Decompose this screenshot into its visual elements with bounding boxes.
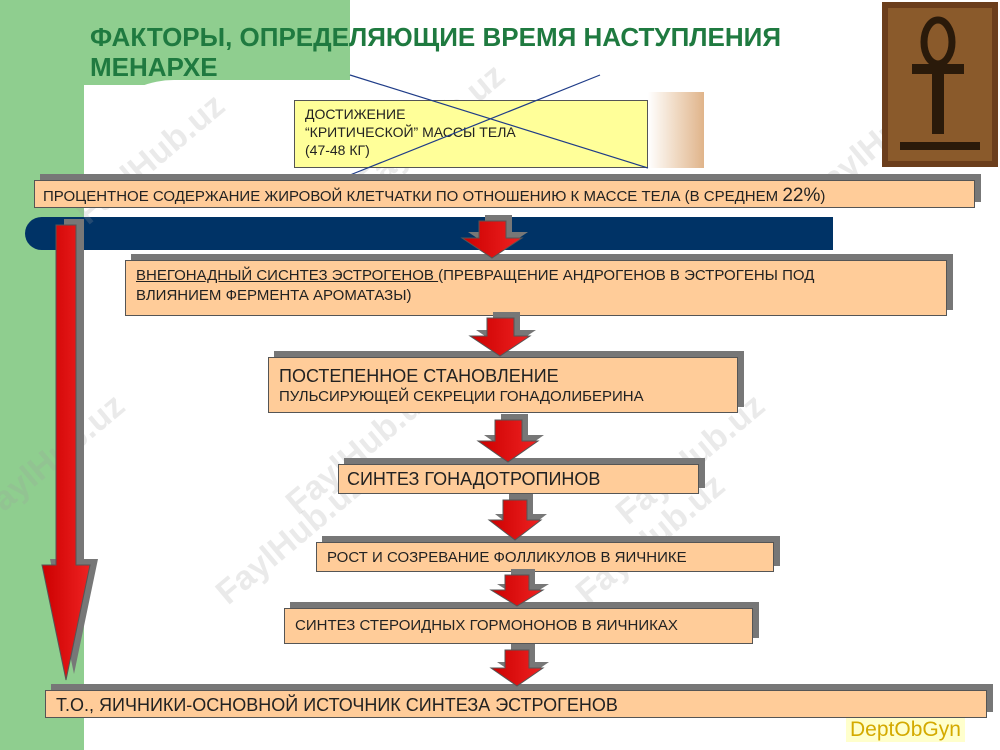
slide-title: ФАКТОРЫ, ОПРЕДЕЛЯЮЩИЕ ВРЕМЯ НАСТУПЛЕНИЯ … bbox=[90, 22, 850, 82]
ankh-icon bbox=[882, 2, 998, 167]
pulsatile-line-1: ПОСТЕПЕННОЕ СТАНОВЛЕНИЕ bbox=[279, 366, 559, 386]
box-extragonadal-synthesis: ВНЕГОНАДНЫЙ СИСНТЕЗ ЭСТРОГЕНОВ (ПРЕВРАЩЕ… bbox=[125, 260, 947, 316]
egyptian-relief-image bbox=[882, 2, 998, 167]
follicles-text: РОСТ И СОЗРЕВАНИЕ ФОЛЛИКУЛОВ В ЯИЧНИКЕ bbox=[327, 549, 687, 566]
body-figure-image bbox=[648, 92, 704, 168]
extragonadal-rest: (ПРЕВРАЩЕНИЕ АНДРОГЕНОВ В ЭСТРОГЕНЫ ПОД bbox=[438, 267, 815, 284]
critical-mass-line-3: (47-48 КГ) bbox=[305, 142, 370, 158]
green-top-band bbox=[84, 0, 350, 85]
box-gonadotropins: СИНТЕЗ ГОНАДОТРОПИНОВ bbox=[338, 464, 699, 494]
box-steroid-synthesis: СИНТЕЗ СТЕРОИДНЫХ ГОРМОНОНОВ В ЯИЧНИКАХ bbox=[284, 608, 753, 644]
critical-mass-line-2: “КРИТИЧЕСКОЙ” МАССЫ ТЕЛА bbox=[305, 124, 516, 140]
title-line-1: ФАКТОРЫ, ОПРЕДЕЛЯЮЩИЕ ВРЕМЯ НАСТУПЛЕНИЯ bbox=[90, 22, 782, 52]
box-critical-mass: ДОСТИЖЕНИЕ “КРИТИЧЕСКОЙ” МАССЫ ТЕЛА (47-… bbox=[294, 100, 648, 168]
extragonadal-line-2: ВЛИЯНИЕМ ФЕРМЕНТА АРОМАТАЗЫ) bbox=[136, 287, 412, 304]
critical-mass-line-1: ДОСТИЖЕНИЕ bbox=[305, 106, 406, 122]
box-fat-content: ПРОЦЕНТНОЕ СОДЕРЖАНИЕ ЖИРОВОЙ КЛЕТЧАТКИ … bbox=[34, 180, 975, 208]
navy-bar bbox=[25, 217, 833, 250]
box-follicles: РОСТ И СОЗРЕВАНИЕ ФОЛЛИКУЛОВ В ЯИЧНИКЕ bbox=[316, 542, 774, 572]
fat-content-percent: 22% bbox=[782, 185, 821, 206]
title-line-2: МЕНАРХЕ bbox=[90, 52, 218, 82]
box-pulsatile-secretion: ПОСТЕПЕННОЕ СТАНОВЛЕНИЕ ПУЛЬСИРУЮЩЕЙ СЕК… bbox=[268, 357, 738, 413]
box-conclusion: Т.О., ЯИЧНИКИ-ОСНОВНОЙ ИСТОЧНИК СИНТЕЗА … bbox=[45, 690, 987, 718]
fat-content-text: ПРОЦЕНТНОЕ СОДЕРЖАНИЕ ЖИРОВОЙ КЛЕТЧАТКИ … bbox=[43, 188, 783, 205]
steroids-text: СИНТЕЗ СТЕРОИДНЫХ ГОРМОНОНОВ В ЯИЧНИКАХ bbox=[295, 617, 678, 634]
fat-content-close: ) bbox=[820, 188, 826, 205]
pulsatile-line-2: ПУЛЬСИРУЮЩЕЙ СЕКРЕЦИИ ГОНАДОЛИБЕРИНА bbox=[279, 388, 644, 405]
dept-label: DeptObGyn bbox=[846, 718, 965, 742]
extragonadal-title: ВНЕГОНАДНЫЙ СИСНТЕЗ ЭСТРОГЕНОВ bbox=[136, 267, 439, 284]
